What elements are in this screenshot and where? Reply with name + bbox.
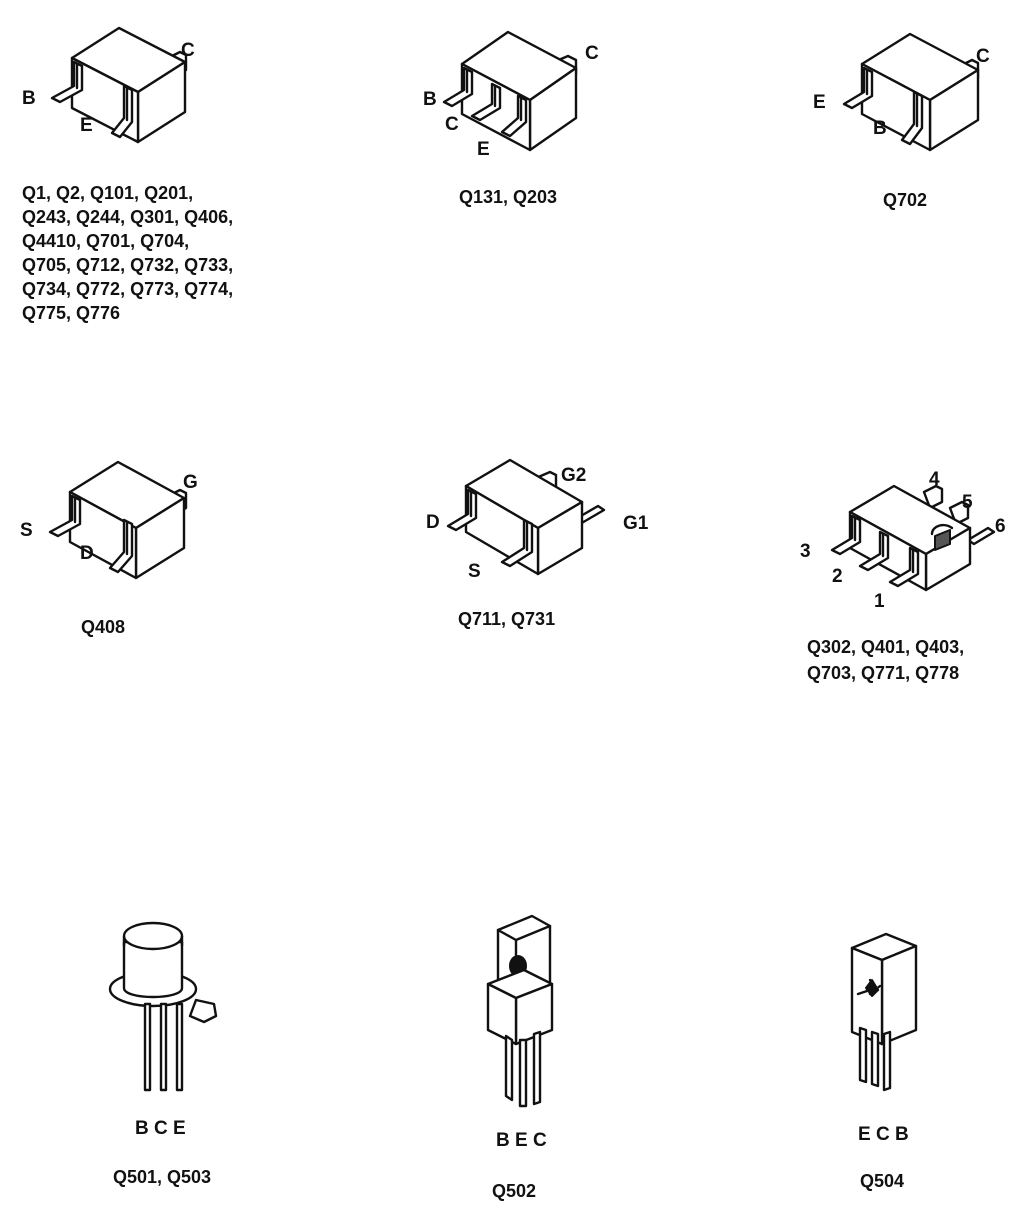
package-1-drawing (50, 26, 188, 144)
package-8-drawing (486, 914, 554, 1108)
caption-line: Q131, Q203 (459, 187, 557, 207)
caption-line: Q408 (81, 617, 125, 637)
pin-label-c: C (976, 46, 990, 67)
caption-line: Q502 (492, 1181, 536, 1201)
pin-label-b: B (22, 88, 36, 109)
package-3-drawing (842, 32, 980, 152)
package-5-drawing (446, 458, 606, 576)
package-sot-2: C B C E Q131, Q203 (423, 30, 599, 207)
package-6-drawing (830, 484, 996, 592)
pin-label-6: 6 (995, 516, 1006, 537)
package-1-caption: Q1, Q2, Q101, Q201, Q243, Q244, Q301, Q4… (22, 183, 233, 323)
pin-label-b: B (423, 89, 437, 110)
package-4-drawing (48, 460, 188, 580)
package-sot-3: C E B Q702 (813, 32, 990, 210)
pin-label-c: C (181, 40, 195, 61)
package-sot-1: C B E Q1, Q2, Q101, Q201, Q243, Q244, Q3… (22, 26, 233, 323)
pin-label-d: D (80, 543, 94, 564)
caption-line: Q703, Q771, Q778 (807, 663, 959, 683)
caption-line: Q702 (883, 190, 927, 210)
package-9-drawing (850, 932, 918, 1092)
pin-label-c: C (445, 114, 459, 135)
package-to126: E C B Q504 (850, 932, 918, 1191)
pin-label-g1: G1 (623, 513, 649, 534)
caption-line: Q243, Q244, Q301, Q406, (22, 207, 233, 227)
package-sot-6: 4 5 6 3 2 1 Q302, Q401, Q403, Q703, Q771… (800, 469, 1006, 683)
pin-label-3: 3 (800, 541, 811, 562)
caption-line: Q4410, Q701, Q704, (22, 231, 189, 251)
package-2-drawing (442, 30, 578, 152)
pin-label-s: S (468, 561, 481, 582)
pin-label-e: E (813, 92, 826, 113)
pin-label-d: D (426, 512, 440, 533)
pin-label-g: G (183, 472, 198, 493)
caption-line: Q734, Q772, Q773, Q774, (22, 279, 233, 299)
caption-line: Q501, Q503 (113, 1167, 211, 1187)
package-sot-4: G S D Q408 (20, 460, 198, 637)
caption-line: Q775, Q776 (22, 303, 120, 323)
pin-label-b: B (873, 118, 887, 139)
pin-order-label: B C E (135, 1118, 186, 1139)
pin-label-s: S (20, 520, 33, 541)
pin-label-5: 5 (962, 492, 973, 513)
package-sot-5: G2 G1 D S Q711, Q731 (426, 458, 649, 629)
pin-label-2: 2 (832, 566, 843, 587)
pin-label-1: 1 (874, 591, 885, 612)
pin-label-e: E (477, 139, 490, 160)
pin-label-c-top: C (585, 43, 599, 64)
caption-line: Q711, Q731 (458, 609, 555, 629)
pin-order-label: B E C (496, 1130, 547, 1151)
caption-line: Q705, Q712, Q732, Q733, (22, 255, 233, 275)
pin-order-label: E C B (858, 1124, 909, 1145)
pin-label-4: 4 (929, 469, 940, 490)
package-to220: B E C Q502 (486, 914, 554, 1201)
caption-line: Q302, Q401, Q403, (807, 637, 964, 657)
package-to39: B C E Q501, Q503 (108, 921, 218, 1187)
package-7-drawing (108, 921, 218, 1092)
caption-line: Q504 (860, 1171, 904, 1191)
pin-label-g2: G2 (561, 465, 586, 486)
pin-label-e: E (80, 115, 93, 136)
caption-line: Q1, Q2, Q101, Q201, (22, 183, 193, 203)
